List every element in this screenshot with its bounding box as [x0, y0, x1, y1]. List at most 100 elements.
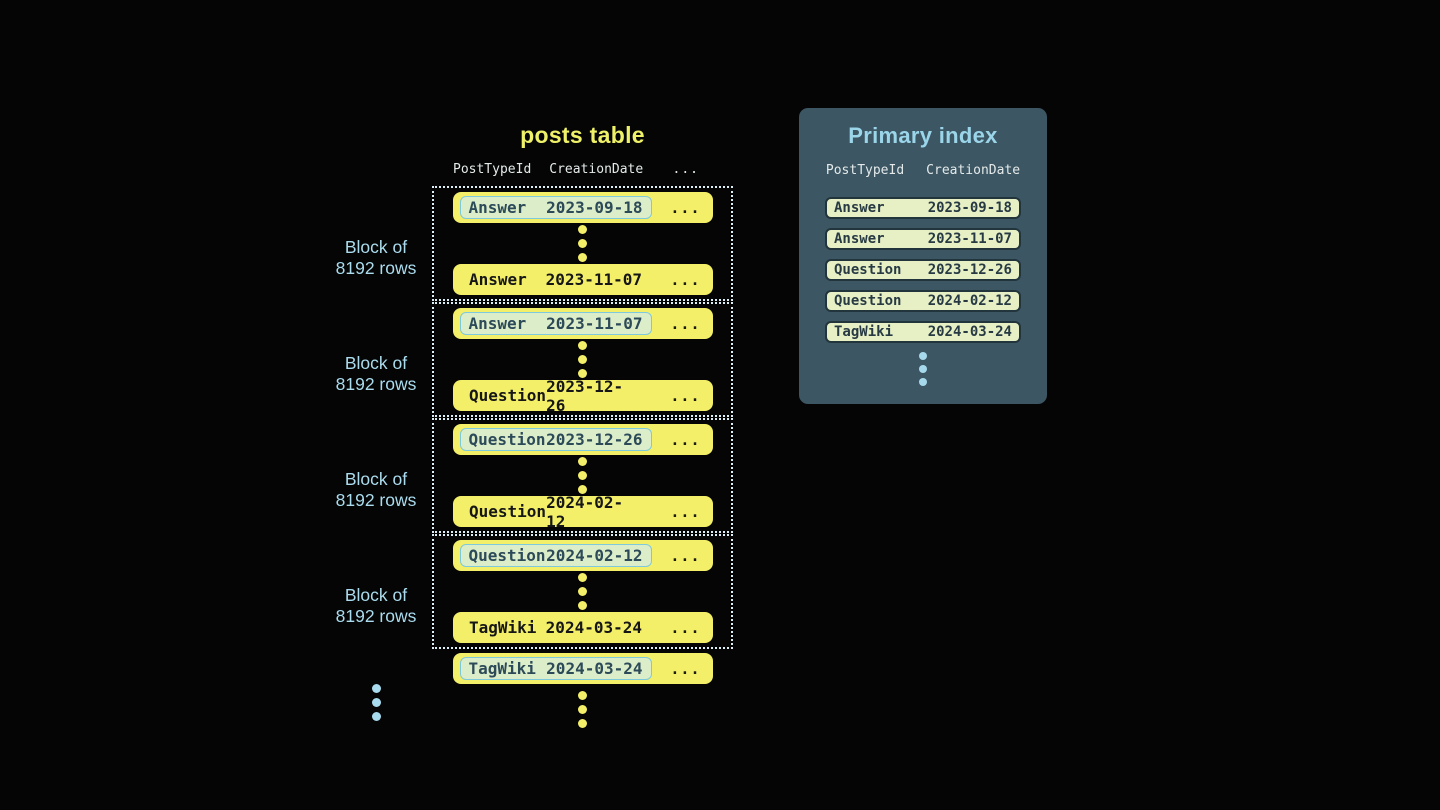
row-values: Question 2024-02-12 [460, 492, 652, 532]
post-type-cell: Answer [468, 198, 527, 217]
creation-date-cell: 2023-12-26 [546, 430, 643, 449]
ellipsis-dot [578, 225, 587, 234]
ellipsis-dot [371, 712, 381, 721]
posts-table: posts table PostTypeId CreationDate ... … [432, 122, 733, 728]
rows-ellipsis [578, 341, 587, 378]
row-more-columns-ellipsis: ... [670, 618, 701, 637]
creation-date-cell: 2023-11-07 [927, 231, 1012, 247]
ellipsis-dot [371, 698, 381, 707]
rows-ellipsis [578, 573, 587, 610]
posts-table-header: PostTypeId CreationDate ... [432, 162, 733, 177]
ellipsis-dot [578, 691, 587, 700]
block-label-line2: 8192 rows [335, 258, 417, 278]
row-more-columns-ellipsis: ... [670, 386, 701, 405]
ellipsis-dot [578, 341, 587, 350]
row-values: Answer 2023-11-07 [460, 269, 652, 290]
ellipsis-dot [578, 369, 587, 378]
post-type-cell: Answer [469, 270, 527, 289]
more-rows-ellipsis [432, 691, 733, 728]
indexed-row-highlight: Answer 2023-09-18 [459, 196, 652, 219]
creation-date-cell: 2024-02-12 [546, 492, 624, 531]
header-posttypeid: PostTypeId [453, 162, 532, 177]
creation-date-cell: 2024-03-24 [927, 324, 1012, 340]
primary-index-title: Primary index [848, 123, 998, 148]
header-more-columns-ellipsis: ... [672, 162, 699, 177]
block-label-line1: Block of [344, 585, 408, 605]
ellipsis-dot [578, 705, 587, 714]
rows-ellipsis [578, 225, 587, 262]
indexed-row-highlight: Answer 2023-11-07 [459, 312, 652, 335]
block-label-line2: 8192 rows [335, 490, 417, 510]
table-row: Question 2024-02-12 ... [452, 540, 713, 571]
ellipsis-dot [578, 239, 587, 248]
ellipsis-dot [371, 684, 381, 693]
indexed-row-highlight: TagWiki 2024-03-24 [459, 657, 652, 680]
table-row: Question 2023-12-26 ... [452, 424, 713, 455]
post-type-cell: TagWiki [834, 324, 894, 340]
index-entry: Question 2024-02-12 [825, 290, 1021, 312]
row-values: TagWiki 2024-03-24 [460, 617, 652, 638]
creation-date-cell: 2024-02-12 [927, 293, 1012, 309]
row-more-columns-ellipsis: ... [670, 314, 701, 333]
creation-date-cell: 2024-02-12 [546, 546, 643, 565]
ellipsis-dot [578, 587, 587, 596]
index-entry: Answer 2023-09-18 [825, 197, 1021, 219]
block-label-line1: Block of [344, 237, 408, 257]
post-type-cell: Question [468, 546, 546, 565]
block-label-line1: Block of [344, 353, 408, 373]
table-block-3: Question 2023-12-26 ... Question 2024-02… [432, 418, 733, 533]
creation-date-cell: 2023-11-07 [546, 314, 643, 333]
ellipsis-dot [919, 378, 927, 386]
table-row-next-block: TagWiki 2024-03-24 ... [452, 653, 713, 684]
table-block-4: Question 2024-02-12 ... TagWiki 2024-03-… [432, 534, 733, 649]
primary-index-panel: Primary index PostTypeId CreationDate An… [799, 108, 1047, 404]
row-more-columns-ellipsis: ... [670, 502, 701, 521]
block-label-4: Block of 8192 rows [300, 585, 452, 627]
primary-index-header: PostTypeId CreationDate [826, 163, 1020, 178]
creation-date-cell: 2024-03-24 [545, 618, 642, 637]
post-type-cell: Question [469, 502, 547, 521]
block-label-1: Block of 8192 rows [300, 237, 452, 279]
table-row: Answer 2023-11-07 ... [452, 264, 713, 295]
post-type-cell: TagWiki [468, 659, 536, 678]
block-label-line2: 8192 rows [335, 606, 417, 626]
ellipsis-dot [578, 719, 587, 728]
indexed-row-highlight: Question 2023-12-26 [459, 428, 652, 451]
header-creationdate: CreationDate [549, 162, 644, 177]
header-posttypeid: PostTypeId [825, 163, 905, 178]
row-more-columns-ellipsis: ... [670, 198, 701, 217]
row-more-columns-ellipsis: ... [670, 546, 701, 565]
ellipsis-dot [578, 253, 587, 262]
post-type-cell: Answer [468, 314, 527, 333]
block-label-line2: 8192 rows [335, 374, 417, 394]
creation-date-cell: 2023-11-07 [545, 270, 642, 289]
post-type-cell: Question [468, 430, 546, 449]
table-row: Answer 2023-11-07 ... [452, 308, 713, 339]
block-label-line1: Block of [344, 469, 408, 489]
rows-ellipsis [578, 457, 587, 494]
creation-date-cell: 2024-03-24 [546, 659, 643, 678]
row-more-columns-ellipsis: ... [670, 659, 701, 678]
block-label-3: Block of 8192 rows [300, 469, 452, 511]
table-block-2: Answer 2023-11-07 ... Question 2023-12-2… [432, 302, 733, 417]
header-creationdate: CreationDate [926, 163, 1021, 178]
creation-date-cell: 2023-09-18 [546, 198, 643, 217]
row-more-columns-ellipsis: ... [670, 430, 701, 449]
more-blocks-ellipsis [300, 684, 452, 721]
post-type-cell: TagWiki [469, 618, 537, 637]
primary-index-entries: Answer 2023-09-18 Answer 2023-11-07 Ques… [825, 197, 1021, 343]
index-entry: Question 2023-12-26 [825, 259, 1021, 281]
indexed-row-highlight: Question 2024-02-12 [459, 544, 652, 567]
ellipsis-dot [578, 485, 587, 494]
creation-date-cell: 2023-12-26 [927, 262, 1012, 278]
ellipsis-dot [578, 573, 587, 582]
table-row: TagWiki 2024-03-24 ... [452, 612, 713, 643]
table-row: Answer 2023-09-18 ... [452, 192, 713, 223]
index-entry: TagWiki 2024-03-24 [825, 321, 1021, 343]
index-entry: Answer 2023-11-07 [825, 228, 1021, 250]
post-type-cell: Question [834, 262, 902, 278]
ellipsis-dot [578, 471, 587, 480]
more-index-entries-ellipsis [919, 352, 927, 386]
post-type-cell: Question [834, 293, 902, 309]
